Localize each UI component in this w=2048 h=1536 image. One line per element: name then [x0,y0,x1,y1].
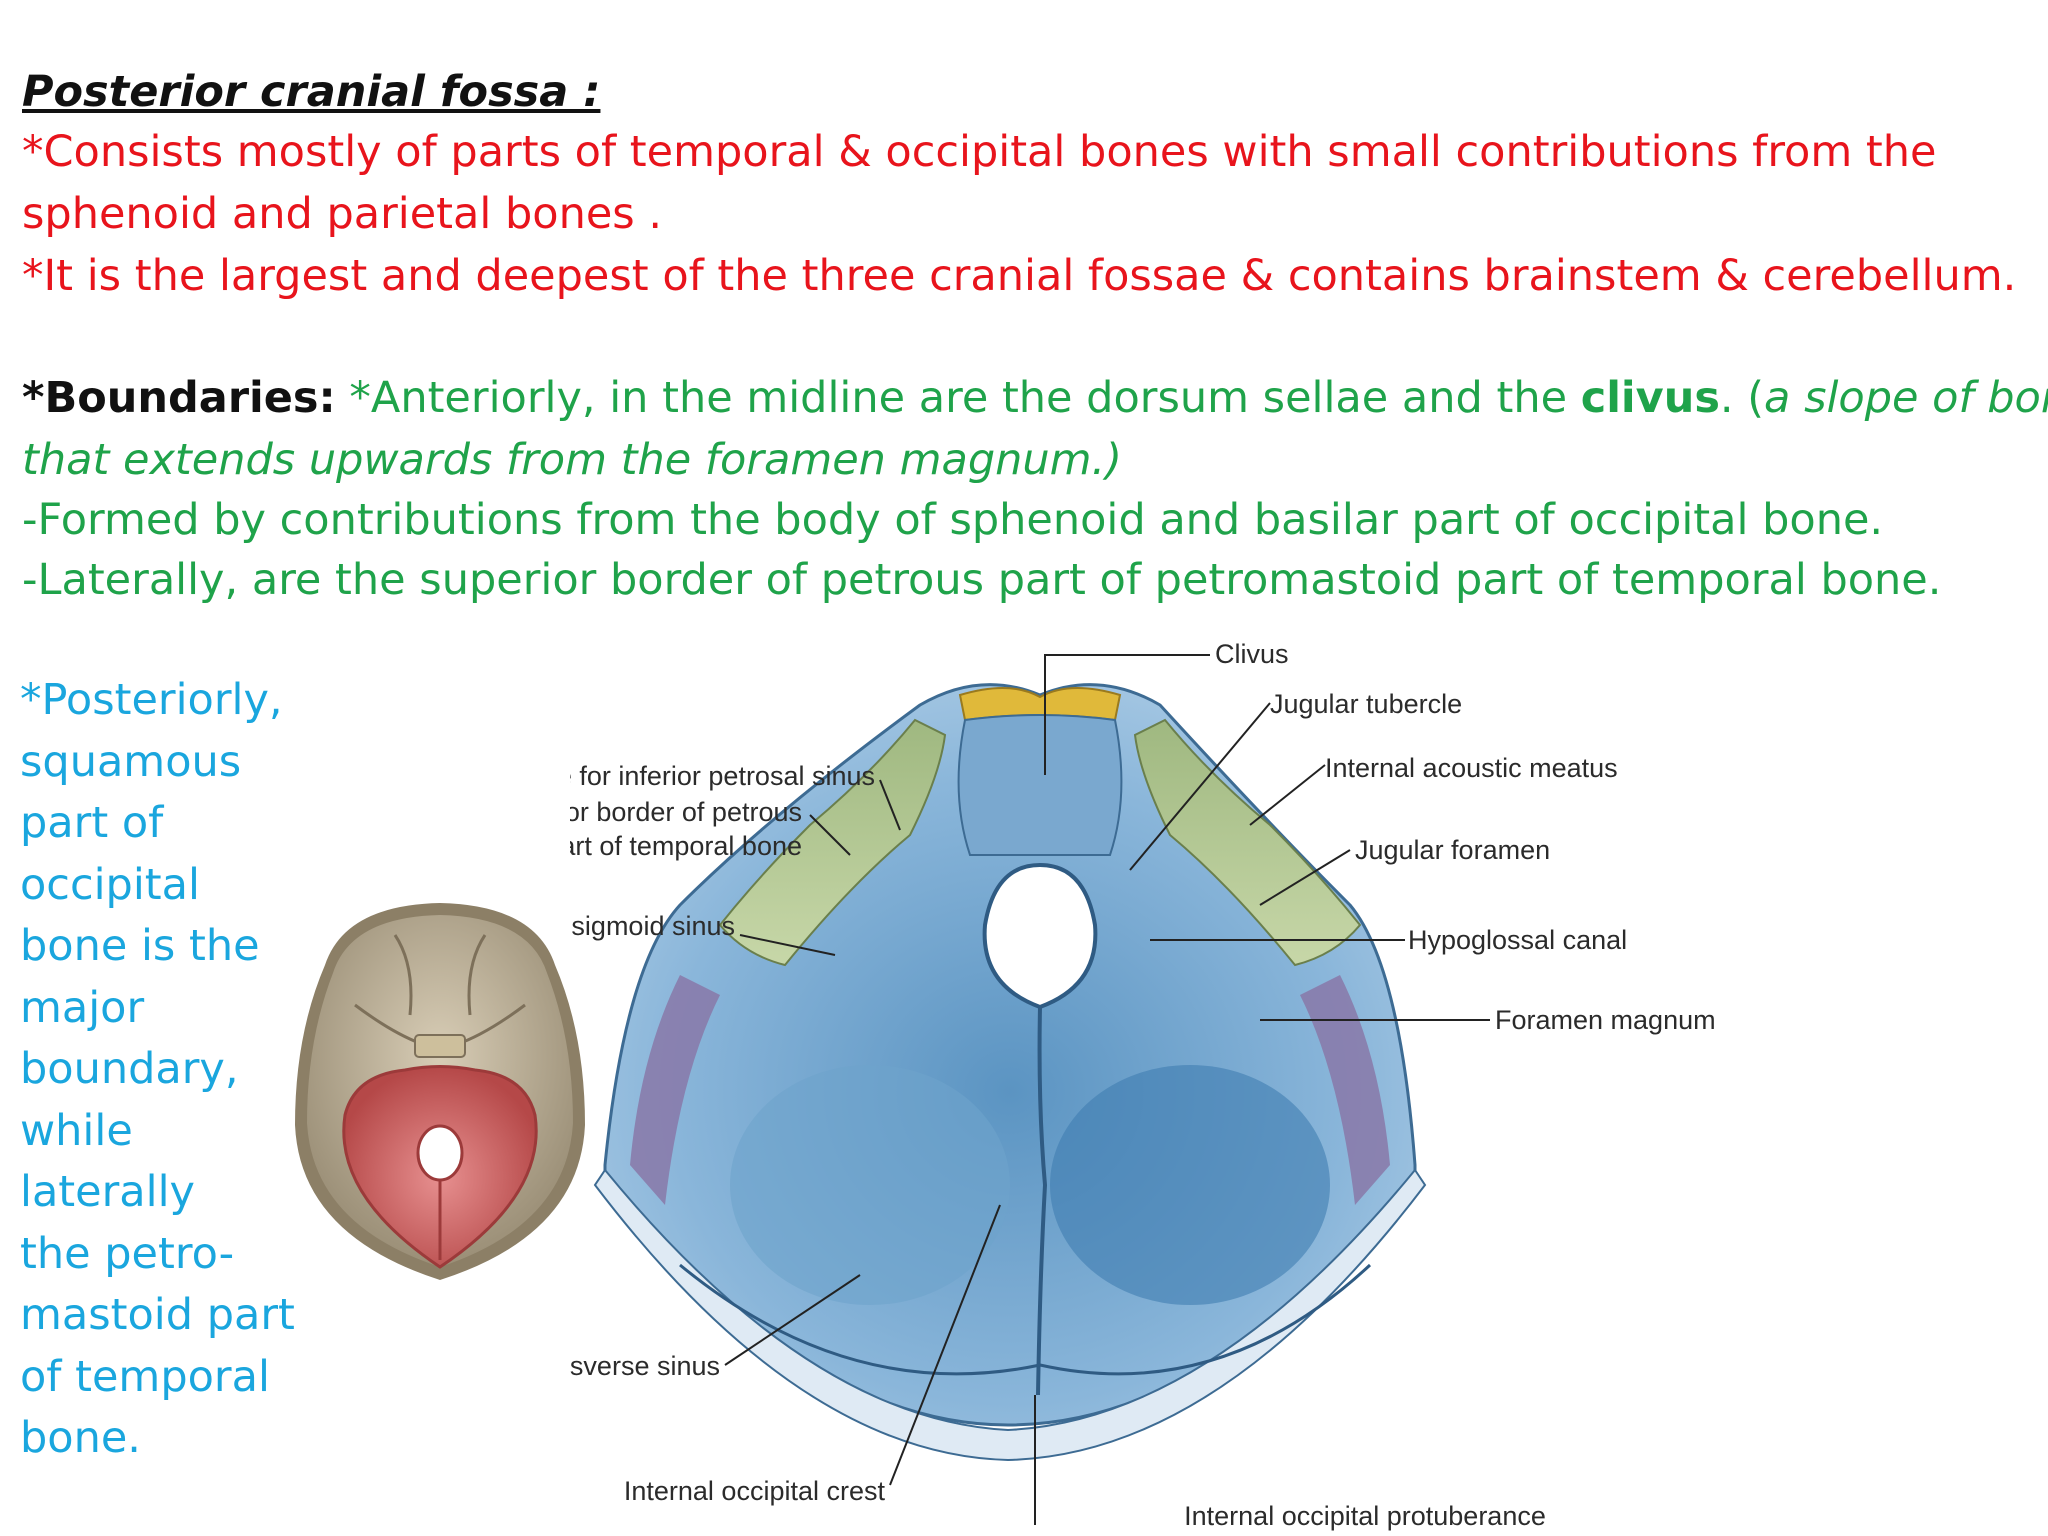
label-foramen-magnum: Foramen magnum [1495,1005,1716,1035]
petrous-right [1133,718,1362,967]
label-groove-sigmoid: Groove for sigmoid sinus [570,911,735,941]
lateral-line: -Laterally, are the superior border of p… [22,555,1942,605]
label-hypoglossal-canal: Hypoglossal canal [1408,925,1627,955]
page-title: Posterior cranial fossa : [22,67,601,117]
intro-line-1: *Consists mostly of parts of temporal & … [22,127,1937,177]
label-superior-border-1: Superior border of petrous [570,797,802,827]
posterior-text-block: *Posteriorly, squamous part of occipital… [20,670,295,1470]
posterior-line: *Posteriorly, [20,675,283,725]
cut-rim [593,1168,1427,1462]
label-jugular-foramen: Jugular foramen [1355,835,1550,865]
skull-base-illustration [295,903,585,1280]
clivus-term: clivus [1580,373,1720,423]
posterior-line: squamous [20,736,242,787]
fossa-right [1050,1065,1330,1305]
leader-lines [724,654,1490,1525]
anterior-text: *Anteriorly, in the midline are the dors… [335,373,1581,423]
label-groove-transverse: Groove for transverse sinus [570,1351,720,1381]
formed-line: -Formed by contributions from the body o… [22,495,1884,545]
posterior-line: major [20,982,145,1033]
label-internal-acoustic-meatus: Internal acoustic meatus [1325,753,1618,783]
boundaries-label: *Boundaries: [22,373,336,423]
posterior-line: occipital [20,859,200,910]
petrous-left [718,718,947,967]
boundaries-line-1: *Boundaries: *Anteriorly, in the midline… [22,368,2048,428]
parietal-right [1300,975,1390,1205]
posterior-line: bone. [20,1413,141,1463]
posterior-line: part of [20,798,164,848]
posterior-line: laterally [20,1167,195,1217]
parietal-left [630,975,720,1205]
posterior-line: the petro- [20,1228,235,1279]
intro-line-2: sphenoid and parietal bones . [22,189,663,239]
label-clivus: Clivus [1215,639,1289,669]
slope-text-2: that extends upwards from the foramen ma… [22,435,1122,485]
label-jugular-tubercle: Jugular tubercle [1270,689,1462,719]
posterior-line: while [20,1105,133,1156]
posterior-line: boundary, [20,1044,239,1094]
label-internal-occipital-protuberance: Internal occipital protuberance [1184,1501,1546,1531]
label-internal-occipital-crest: Internal occipital crest [624,1476,886,1506]
posterior-line: mastoid part [20,1290,295,1340]
posterior-line: bone is the [20,921,260,971]
posterior-line: of temporal [20,1351,270,1402]
label-groove-inferior-petrosal: Groove for inferior petrosal sinus [570,761,875,791]
clivus-slope [957,714,1123,856]
slope-text-1: a slope of bone [1764,373,2048,423]
transverse-groove [679,1263,1372,1376]
intro-line-3: *It is the largest and deepest of the th… [22,251,2017,301]
occipital-crest [1036,1006,1048,1396]
label-superior-border-2: part of temporal bone [570,831,802,861]
fossa-left [730,1065,1010,1305]
posterior-fossa-figure: Clivus Jugular tubercle Internal acousti… [570,639,1716,1531]
anterior-punct: . ( [1719,373,1765,423]
